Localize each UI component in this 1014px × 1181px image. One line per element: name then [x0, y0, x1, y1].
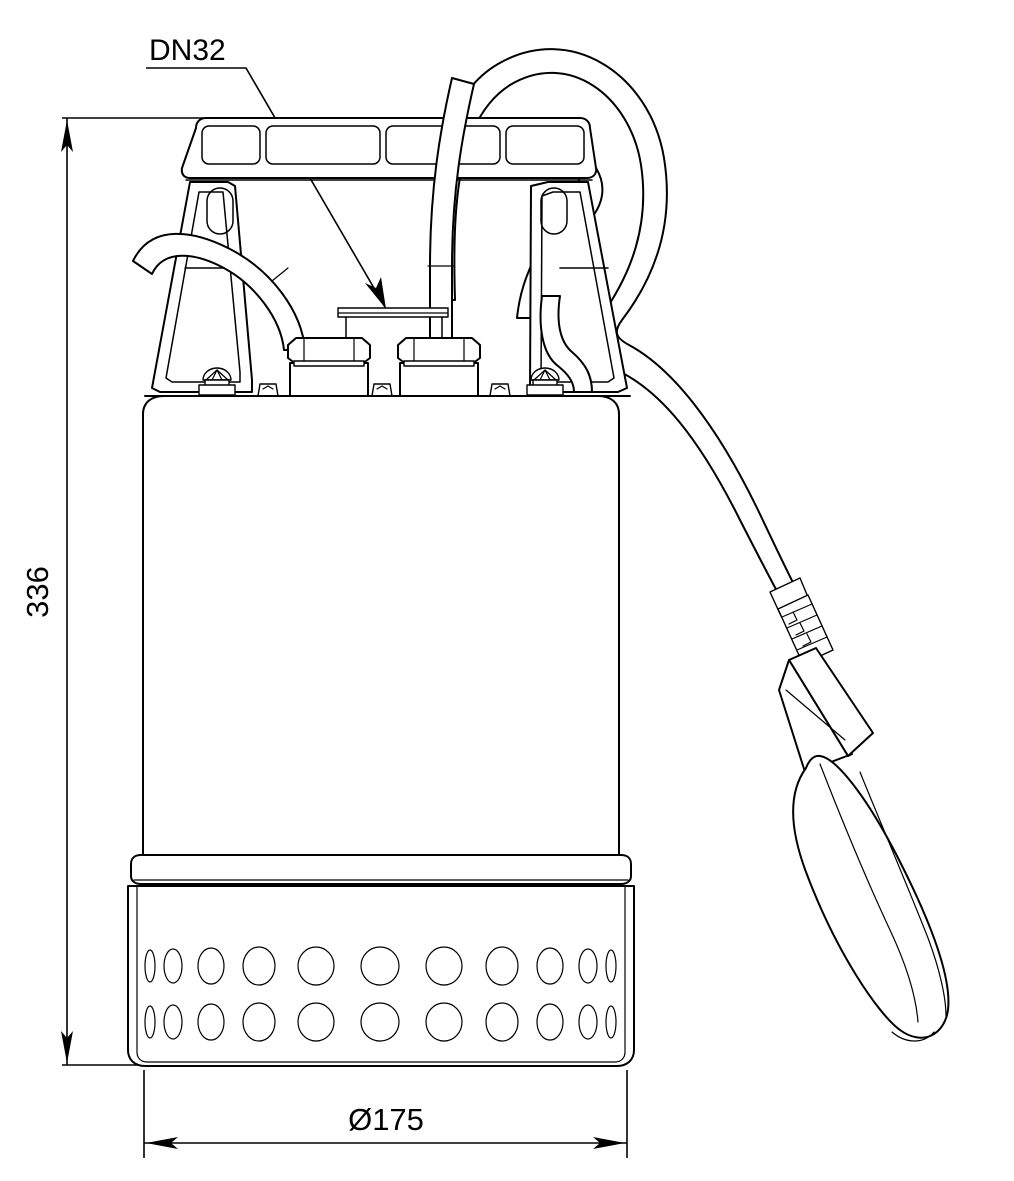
dimension-value-height: 336	[20, 566, 55, 618]
strainer-hole	[197, 947, 225, 985]
screw-slot-right	[533, 369, 557, 381]
cover-screw-2-slot	[262, 385, 274, 390]
gland-hex-right	[397, 337, 481, 365]
arrow-head-down	[61, 1031, 73, 1063]
flange-band	[130, 854, 632, 885]
strainer-hole	[144, 1005, 156, 1039]
label-dn32: DN32	[149, 34, 226, 67]
cover-screws	[257, 383, 511, 397]
cable-gland-right	[397, 337, 481, 397]
handle-screw-left	[198, 367, 236, 396]
float-switch	[769, 577, 950, 1042]
left-hose-segment-mark	[271, 267, 289, 282]
handle-leg-left-inner	[165, 191, 241, 383]
strainer-hole	[536, 1003, 564, 1041]
arrow-head-up	[61, 120, 73, 152]
strainer-hole	[360, 946, 400, 986]
strainer-hole	[425, 1002, 463, 1042]
cover-screw-2	[257, 383, 279, 397]
leader-arrow-dn32	[365, 277, 386, 309]
strainer-hole	[605, 949, 617, 983]
strainer-hole	[578, 1004, 598, 1040]
handle-screw-right	[526, 367, 564, 396]
right-hose	[539, 295, 593, 393]
gland-washer-right	[403, 360, 475, 367]
strainer-hole	[485, 1002, 519, 1042]
motor-housing	[142, 395, 620, 859]
strainer-hole	[536, 947, 564, 985]
handle-leg-left	[151, 181, 253, 393]
gland-washer-left	[293, 360, 365, 367]
screw-base-left	[198, 384, 236, 396]
strainer-body	[127, 885, 635, 1067]
cover-screw-1	[371, 383, 393, 397]
handle-leg-left-oval	[206, 187, 234, 235]
cover-screw-3	[489, 383, 511, 397]
cover-screw-1-slot	[376, 385, 388, 390]
strainer-hole	[485, 946, 519, 986]
float-body-crease-2	[859, 771, 947, 1017]
strainer-hole	[578, 948, 598, 984]
screw-base-right	[526, 384, 564, 396]
discharge-hose	[427, 77, 475, 341]
float-body	[792, 754, 950, 1039]
strainer-base	[127, 885, 635, 1067]
discharge-hose-body	[429, 77, 475, 341]
float-switch-neck-line	[785, 689, 846, 741]
right-hose-body	[539, 295, 593, 393]
strainer-hole-row-lower	[144, 1002, 617, 1042]
flange-port-body	[345, 316, 443, 341]
handle-slot-4	[505, 125, 585, 165]
handle-slot-2	[265, 125, 381, 165]
strainer-hole	[425, 946, 463, 986]
strainer-hole	[163, 948, 183, 984]
strainer-hole	[360, 1002, 400, 1042]
gland-hex-left	[287, 337, 371, 365]
cover-screw-3-slot	[494, 385, 506, 390]
strainer-hole	[297, 1002, 335, 1042]
float-body-crease-1	[819, 763, 919, 1023]
boot-ribs	[781, 603, 828, 651]
strainer-hole	[242, 946, 276, 986]
handle-top-bar	[180, 117, 598, 179]
gland-hex-left-facets	[303, 337, 355, 365]
dimension-value-diameter: Ø175	[348, 1102, 424, 1137]
strainer-hole	[297, 946, 335, 986]
gland-base-left	[289, 362, 369, 397]
housing-strainer-flange	[130, 854, 632, 885]
discharge-flange-dn32	[337, 307, 449, 341]
strainer-hole	[605, 1005, 617, 1039]
leader-line-dn32	[146, 67, 386, 308]
float-body-tip	[891, 1031, 935, 1042]
callout-dn32: DN32	[146, 34, 386, 309]
arrow-head-right	[593, 1137, 625, 1149]
strain-relief-boot	[769, 577, 834, 665]
dimension-diameter-175: Ø175	[143, 1070, 628, 1158]
strainer-hole	[144, 949, 156, 983]
gland-base-right	[399, 362, 479, 397]
handle-slot-1	[201, 125, 261, 165]
strainer-hole	[197, 1003, 225, 1041]
strainer-hole-row-upper	[144, 946, 617, 986]
strainer-hole	[163, 1004, 183, 1040]
screw-slot-left	[205, 369, 229, 381]
cable-gland-left	[287, 337, 371, 397]
strainer-hole	[242, 1002, 276, 1042]
handle-leg-right-oval	[540, 187, 568, 235]
strainer-inner-edge	[136, 885, 626, 1063]
gland-hex-right-facets	[413, 337, 465, 365]
pump-assembly	[127, 48, 950, 1067]
arrow-head-left	[146, 1137, 178, 1149]
